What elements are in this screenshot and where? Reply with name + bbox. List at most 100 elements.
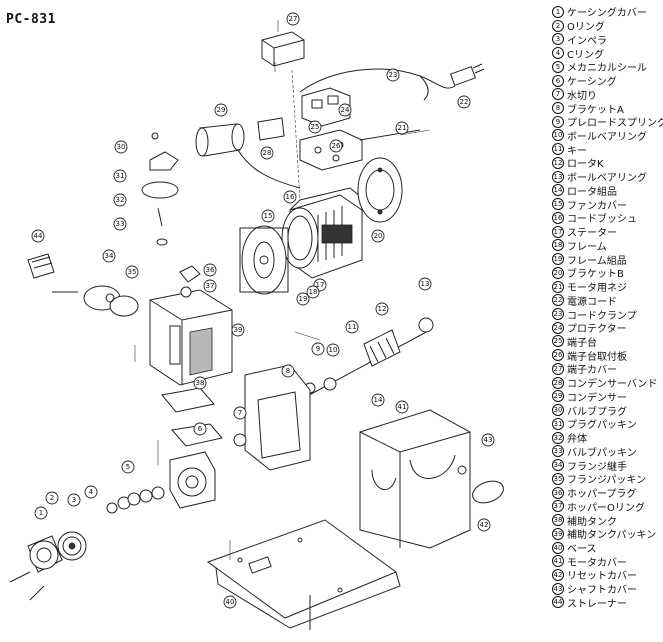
part-name: バルブパッキン [567,447,637,459]
part-number-badge: 11 [552,143,564,156]
part-name: ボールベアリング [567,131,647,143]
svg-text:31: 31 [116,172,125,180]
callout-7: 7 [233,406,247,420]
part-number-badge: 38 [552,514,564,527]
svg-text:14: 14 [374,396,383,404]
part-number-badge: 21 [552,280,564,293]
svg-text:39: 39 [234,326,243,334]
part-name: 弁体 [567,434,587,446]
mechanical-seal-part [106,486,165,514]
part-name: 端子台取付板 [567,351,627,363]
callout-42: 42 [477,518,491,532]
part-number-badge: 36 [552,486,564,499]
svg-text:30: 30 [117,143,126,151]
svg-text:41: 41 [398,403,407,411]
part-number-badge: 6 [552,74,564,87]
svg-text:40: 40 [226,598,235,606]
part-name: ステーター [567,228,617,240]
callout-35: 35 [125,265,139,279]
callout-33: 33 [113,217,127,231]
part-number-badge: 33 [552,445,564,458]
svg-text:43: 43 [484,436,493,444]
part-number-badge: 23 [552,308,564,321]
callout-18: 18 [306,285,320,299]
callout-24: 24 [338,103,352,117]
callout-34: 34 [102,249,116,263]
svg-text:5: 5 [126,463,130,471]
callout-8: 8 [281,364,295,378]
svg-text:27: 27 [289,15,298,23]
part-number-badge: 13 [552,170,564,183]
rotor-part [299,317,434,401]
part-name: ケーシングカバー [567,8,647,20]
pump-body-part [149,289,311,471]
part-number-badge: 14 [552,184,564,197]
part-name: モータ用ネジ [567,283,627,295]
part-name: プロテクター [567,324,627,336]
svg-text:8: 8 [286,367,290,375]
part-name: コードブッシュ [567,214,637,226]
callout-5: 5 [121,460,135,474]
casing-part [169,451,216,509]
part-name: ロータK [567,159,604,171]
callout-43: 43 [481,433,495,447]
part-number-badge: 35 [552,472,564,485]
part-number-badge: 26 [552,349,564,362]
part-number-badge: 30 [552,404,564,417]
part-name: ホッパーOリング [567,502,645,514]
strainer-part [27,253,78,293]
svg-text:15: 15 [264,212,273,220]
part-name: Cリング [567,49,604,61]
svg-text:44: 44 [34,232,43,240]
callout-1: 1 [34,506,48,520]
part-name: インペラ [567,35,607,47]
svg-text:11: 11 [348,323,357,331]
part-number-badge: 4 [552,47,564,60]
svg-text:21: 21 [398,124,407,132]
part-name: 端子カバー [567,365,617,377]
svg-text:12: 12 [378,305,387,313]
svg-text:35: 35 [128,268,137,276]
fan-cover-part [239,225,289,295]
part-number-badge: 3 [552,33,564,46]
part-name: フランジ継手 [567,461,627,473]
callout-32: 32 [113,193,127,207]
terminal-cover-part [261,20,305,72]
svg-text:13: 13 [421,280,430,288]
part-name: キー [567,145,587,157]
part-number-badge: 16 [552,211,564,224]
part-name: ボールベアリング [567,173,647,185]
svg-text:26: 26 [332,142,341,150]
svg-text:38: 38 [196,379,205,387]
callout-12: 12 [375,302,389,316]
part-number-badge: 28 [552,376,564,389]
part-number-badge: 22 [552,294,564,307]
part-name: バルブプラグ [567,406,627,418]
svg-text:19: 19 [299,295,308,303]
part-number-badge: 7 [552,88,564,101]
callout-29: 29 [214,103,228,117]
part-number-badge: 31 [552,417,564,430]
part-name: コードクランプ [567,310,637,322]
part-number-badge: 42 [552,568,564,581]
callout-25: 25 [308,120,322,134]
capacitor-part [195,117,301,189]
callout-39: 39 [231,323,245,337]
part-number-badge: 17 [552,225,564,238]
part-name: 端子台 [567,338,597,349]
part-name: シャフトカバー [567,585,637,597]
callout-6: 6 [193,422,207,436]
